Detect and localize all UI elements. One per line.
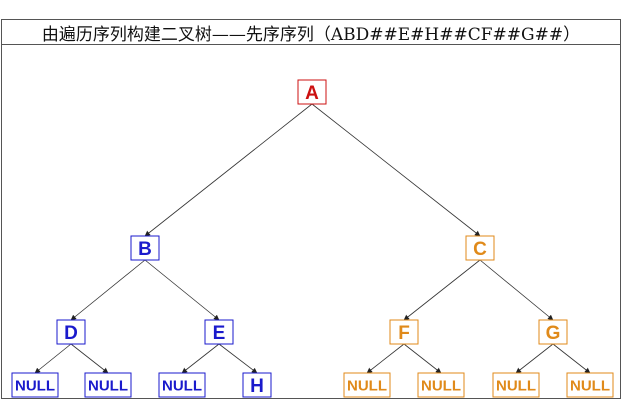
edge-G-G-null-l <box>515 343 554 374</box>
node-label: NULL <box>15 377 55 394</box>
tree-node-a: A <box>297 79 327 105</box>
edge-E-H <box>218 343 258 374</box>
edge-D-D-null-r <box>70 343 109 374</box>
tree-node-g-null-l: NULL <box>492 372 540 398</box>
tree-node-e-null-l: NULL <box>158 372 206 398</box>
node-label: NULL <box>347 377 387 394</box>
tree-node-f-null-r: NULL <box>417 372 465 398</box>
node-label: B <box>138 239 152 260</box>
tree-node-f: F <box>389 319 419 345</box>
node-box <box>242 372 272 398</box>
node-label: C <box>473 239 487 260</box>
tree-node-d-null-l: NULL <box>11 372 59 398</box>
node-box <box>204 319 234 345</box>
edge-F-F-null-r <box>403 343 442 374</box>
node-box <box>417 372 465 398</box>
node-label: D <box>64 323 78 344</box>
tree-edges <box>34 103 591 374</box>
node-label: NULL <box>570 377 610 394</box>
tree-node-d: D <box>56 319 86 345</box>
node-box <box>389 319 419 345</box>
tree-node-b: B <box>130 235 160 261</box>
node-label: NULL <box>496 377 536 394</box>
node-box <box>297 79 327 105</box>
edge-D-D-null-l <box>34 343 72 374</box>
node-box <box>11 372 59 398</box>
node-box <box>492 372 540 398</box>
diagram-title: 由遍历序列构建二叉树——先序序列（ABD##E#H##CF##G##） <box>1 19 621 45</box>
node-label: F <box>398 323 410 344</box>
node-label: G <box>546 323 561 344</box>
node-box <box>566 372 614 398</box>
tree-node-f-null-l: NULL <box>343 372 391 398</box>
node-box <box>56 319 86 345</box>
node-label: NULL <box>421 377 461 394</box>
edge-B-D <box>70 259 146 321</box>
tree-node-g-null-r: NULL <box>566 372 614 398</box>
node-label: E <box>213 323 226 344</box>
tree-node-c: C <box>465 235 495 261</box>
edge-C-G <box>479 259 554 321</box>
node-label: H <box>250 376 264 397</box>
node-label: A <box>305 83 319 104</box>
edge-A-C <box>311 103 481 237</box>
node-box <box>538 319 568 345</box>
node-box <box>343 372 391 398</box>
tree-node-g: G <box>538 319 568 345</box>
edge-C-F <box>403 259 481 321</box>
edge-F-F-null-l <box>366 343 405 374</box>
edge-G-G-null-r <box>552 343 591 374</box>
node-box <box>158 372 206 398</box>
tree-node-e: E <box>204 319 234 345</box>
tree-node-d-null-r: NULL <box>84 372 132 398</box>
node-box <box>130 235 160 261</box>
node-box <box>465 235 495 261</box>
title-text: 由遍历序列构建二叉树——先序序列（ABD##E#H##CF##G##） <box>41 24 581 45</box>
edge-E-E-null-l <box>181 343 220 374</box>
edge-A-B <box>144 103 313 237</box>
node-label: NULL <box>88 377 128 394</box>
tree-node-h: H <box>242 372 272 398</box>
edge-B-E <box>144 259 220 321</box>
node-label: NULL <box>162 377 202 394</box>
node-box <box>84 372 132 398</box>
